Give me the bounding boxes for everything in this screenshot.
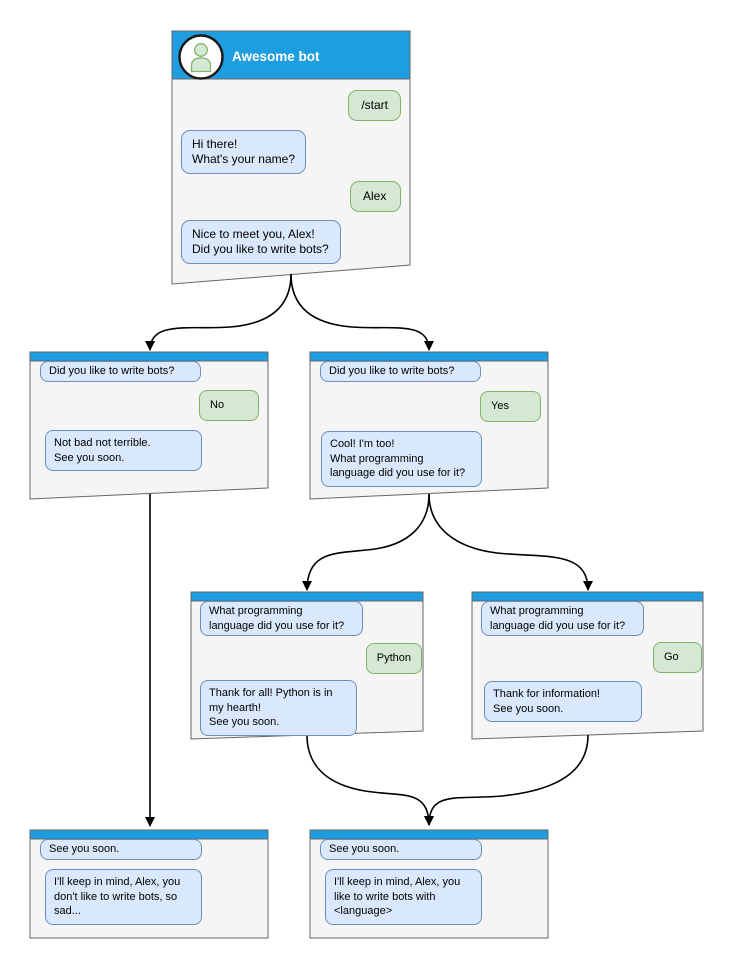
user-message-bubble: Alex xyxy=(350,181,401,212)
connector-yes-to-go xyxy=(428,493,593,591)
connector-main-to-no xyxy=(145,273,292,351)
user-message-bubble: /start xyxy=(348,90,401,121)
bot-message-bubble: See you soon. xyxy=(40,839,202,860)
user-message-bubble: No xyxy=(199,390,259,421)
bot-message-bubble: What programming language did you use fo… xyxy=(481,601,644,636)
bot-message-bubble: Nice to meet you, Alex! Did you like to … xyxy=(181,220,341,264)
window-title: Awesome bot xyxy=(232,49,320,64)
user-message-bubble: Python xyxy=(365,643,422,674)
user-message-bubble: Yes xyxy=(480,391,541,422)
bot-message-bubble: Cool! I'm too! What programming language… xyxy=(321,431,482,487)
avatar xyxy=(178,34,224,80)
flow-connectors xyxy=(145,273,593,827)
bot-message-bubble: Thank for information! See you soon. xyxy=(484,681,642,722)
bot-message-bubble: Did you like to write bots? xyxy=(320,361,481,382)
bot-message-bubble: Did you like to write bots? xyxy=(40,361,201,382)
bot-message-bubble: See you soon. xyxy=(320,839,482,860)
bot-message-bubble: Not bad not terrible. See you soon. xyxy=(45,430,202,471)
user-message-bubble: Go xyxy=(653,642,702,673)
bot-message-bubble: I'll keep in mind, Alex, you don't like … xyxy=(45,869,202,925)
connector-go-to-end xyxy=(424,734,589,826)
connector-yes-to-python xyxy=(302,493,430,591)
bot-message-bubble: What programming language did you use fo… xyxy=(200,601,363,636)
connector-python-to-end xyxy=(306,734,434,826)
person-icon xyxy=(190,43,212,73)
bot-message-bubble: I'll keep in mind, Alex, you like to wri… xyxy=(325,869,482,925)
connector-main-to-yes xyxy=(290,273,434,351)
bot-message-bubble: Hi there! What's your name? xyxy=(181,130,307,174)
bot-message-bubble: Thank for all! Python is in my hearth! S… xyxy=(200,680,357,736)
